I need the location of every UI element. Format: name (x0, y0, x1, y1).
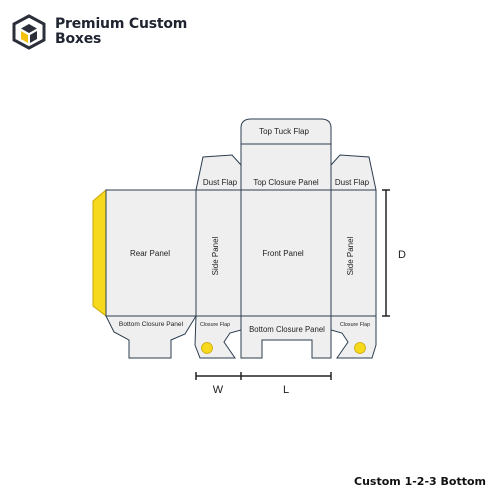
label-top-tuck-flap: Top Tuck Flap (259, 127, 309, 136)
dimension-width-label: W (213, 384, 224, 396)
dimension-depth (382, 189, 390, 317)
label-dust-flap-left: Dust Flap (203, 178, 238, 187)
label-bottom-closure-panel-front: Bottom Closure Panel (249, 325, 325, 334)
closure-flap-hole-left (201, 342, 213, 354)
brand-name-line1: Premium Custom (55, 16, 188, 32)
label-bottom-closure-panel-rear: Bottom Closure Panel (119, 321, 184, 328)
rear-panel (105, 189, 197, 317)
dimension-width-length (195, 372, 332, 380)
label-rear-panel: Rear Panel (130, 249, 170, 258)
front-panel (240, 189, 332, 317)
label-side-panel-right: Side Panel (346, 236, 355, 275)
brand-name-line2: Boxes (55, 31, 102, 47)
label-dust-flap-right: Dust Flap (335, 178, 370, 187)
bottom-closure-panel-rear (105, 315, 197, 359)
label-front-panel: Front Panel (262, 249, 304, 258)
dimension-length-label: L (283, 384, 289, 396)
bottom-closure-panel-front (240, 315, 332, 359)
glue-flap (92, 188, 107, 318)
brand-logo: Premium Custom Boxes (12, 14, 187, 50)
top-tuck-flap (240, 118, 332, 145)
brand-name: Premium Custom Boxes (55, 17, 187, 47)
box-logo-icon (12, 14, 46, 50)
diagram-caption: Custom 1-2-3 Bottom (354, 475, 486, 488)
closure-flap-hole-right (354, 342, 366, 354)
dimension-depth-label: D (398, 249, 406, 261)
label-side-panel-left: Side Panel (211, 236, 220, 275)
label-closure-flap-left: Closure Flap (200, 322, 230, 328)
label-closure-flap-right: Closure Flap (340, 322, 370, 328)
label-top-closure-panel: Top Closure Panel (253, 178, 319, 187)
